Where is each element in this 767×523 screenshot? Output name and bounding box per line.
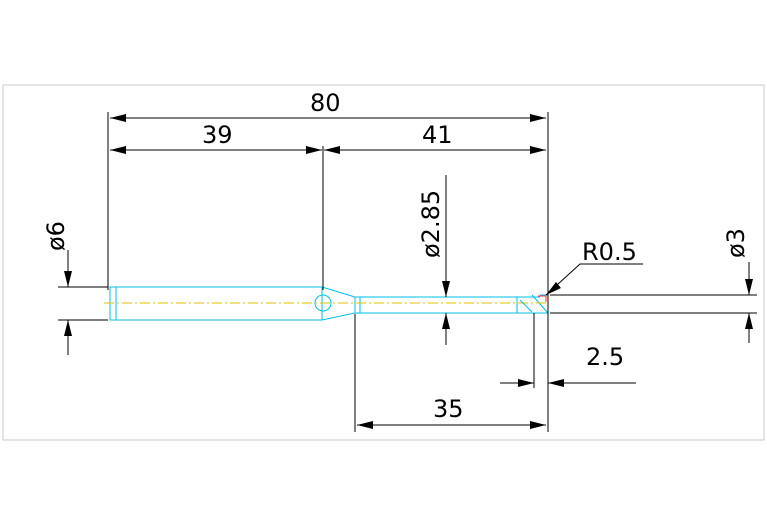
drawing-frame (2, 84, 765, 441)
neck-diameter-arrow-bottom (442, 313, 450, 329)
neck-taper (321, 286, 356, 321)
reach-length-label: 35 (433, 395, 464, 423)
shank-arrow-left (110, 146, 126, 154)
tool-part (104, 286, 549, 321)
overall-length-label: 80 (310, 89, 341, 117)
shank-diameter-label: ø6 (42, 221, 70, 251)
overall-arrow-left (110, 114, 126, 122)
tip-length-arrow-left (518, 379, 534, 387)
radius-arrow (546, 282, 561, 295)
dimension-labels: 80 39 41 ø2.85 ø6 ø3 R0.5 2.5 35 (42, 89, 750, 423)
radius-label: R0.5 (582, 238, 637, 266)
shank-arrow-right (306, 146, 322, 154)
tip-length-label: 2.5 (586, 343, 624, 371)
shank-length-label: 39 (202, 121, 233, 149)
neck-body (355, 296, 540, 314)
tip-cut-mark (519, 299, 533, 313)
reach-arrow-right (530, 421, 546, 429)
shank-diameter-arrow-top (64, 271, 72, 287)
radius-leader (545, 263, 643, 296)
neck-inner-line (359, 297, 518, 313)
tip-diameter-label: ø3 (722, 228, 750, 258)
tip-corner-radius (538, 295, 547, 302)
tip-length-arrow-right (548, 379, 564, 387)
tip-diameter-arrow-top (745, 279, 753, 295)
tip-diameter-arrow-bottom (745, 313, 753, 329)
neck-diameter-arrow-top (442, 281, 450, 297)
shank-diameter-arrow-bottom (64, 320, 72, 336)
reach-arrow-left (357, 421, 373, 429)
neck-arrow-left (324, 146, 340, 154)
overall-arrow-right (530, 114, 546, 122)
dimension-lines (58, 112, 757, 432)
neck-length-label: 41 (422, 121, 453, 149)
neck-arrow-right (530, 146, 546, 154)
neck-diameter-label: ø2.85 (417, 190, 445, 258)
